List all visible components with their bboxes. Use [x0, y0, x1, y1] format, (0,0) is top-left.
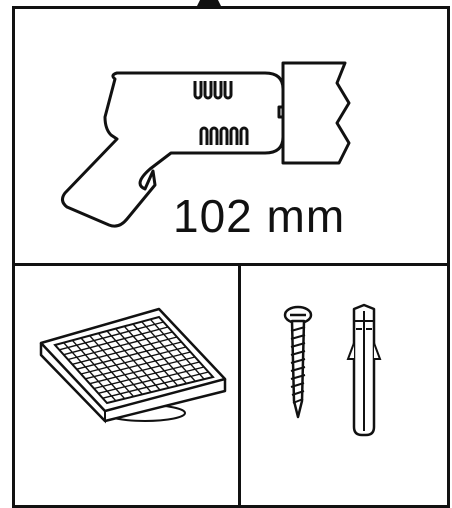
drain-panel — [12, 263, 241, 508]
floor-drain-grate-icon — [39, 307, 227, 424]
drill-panel: 102 mm — [12, 6, 450, 266]
fixings-panel — [238, 263, 450, 508]
wall-plug-icon — [346, 303, 382, 437]
drill-depth-label: 102 mm — [173, 190, 346, 242]
screw-icon — [283, 305, 313, 419]
wall-icon — [281, 61, 351, 165]
